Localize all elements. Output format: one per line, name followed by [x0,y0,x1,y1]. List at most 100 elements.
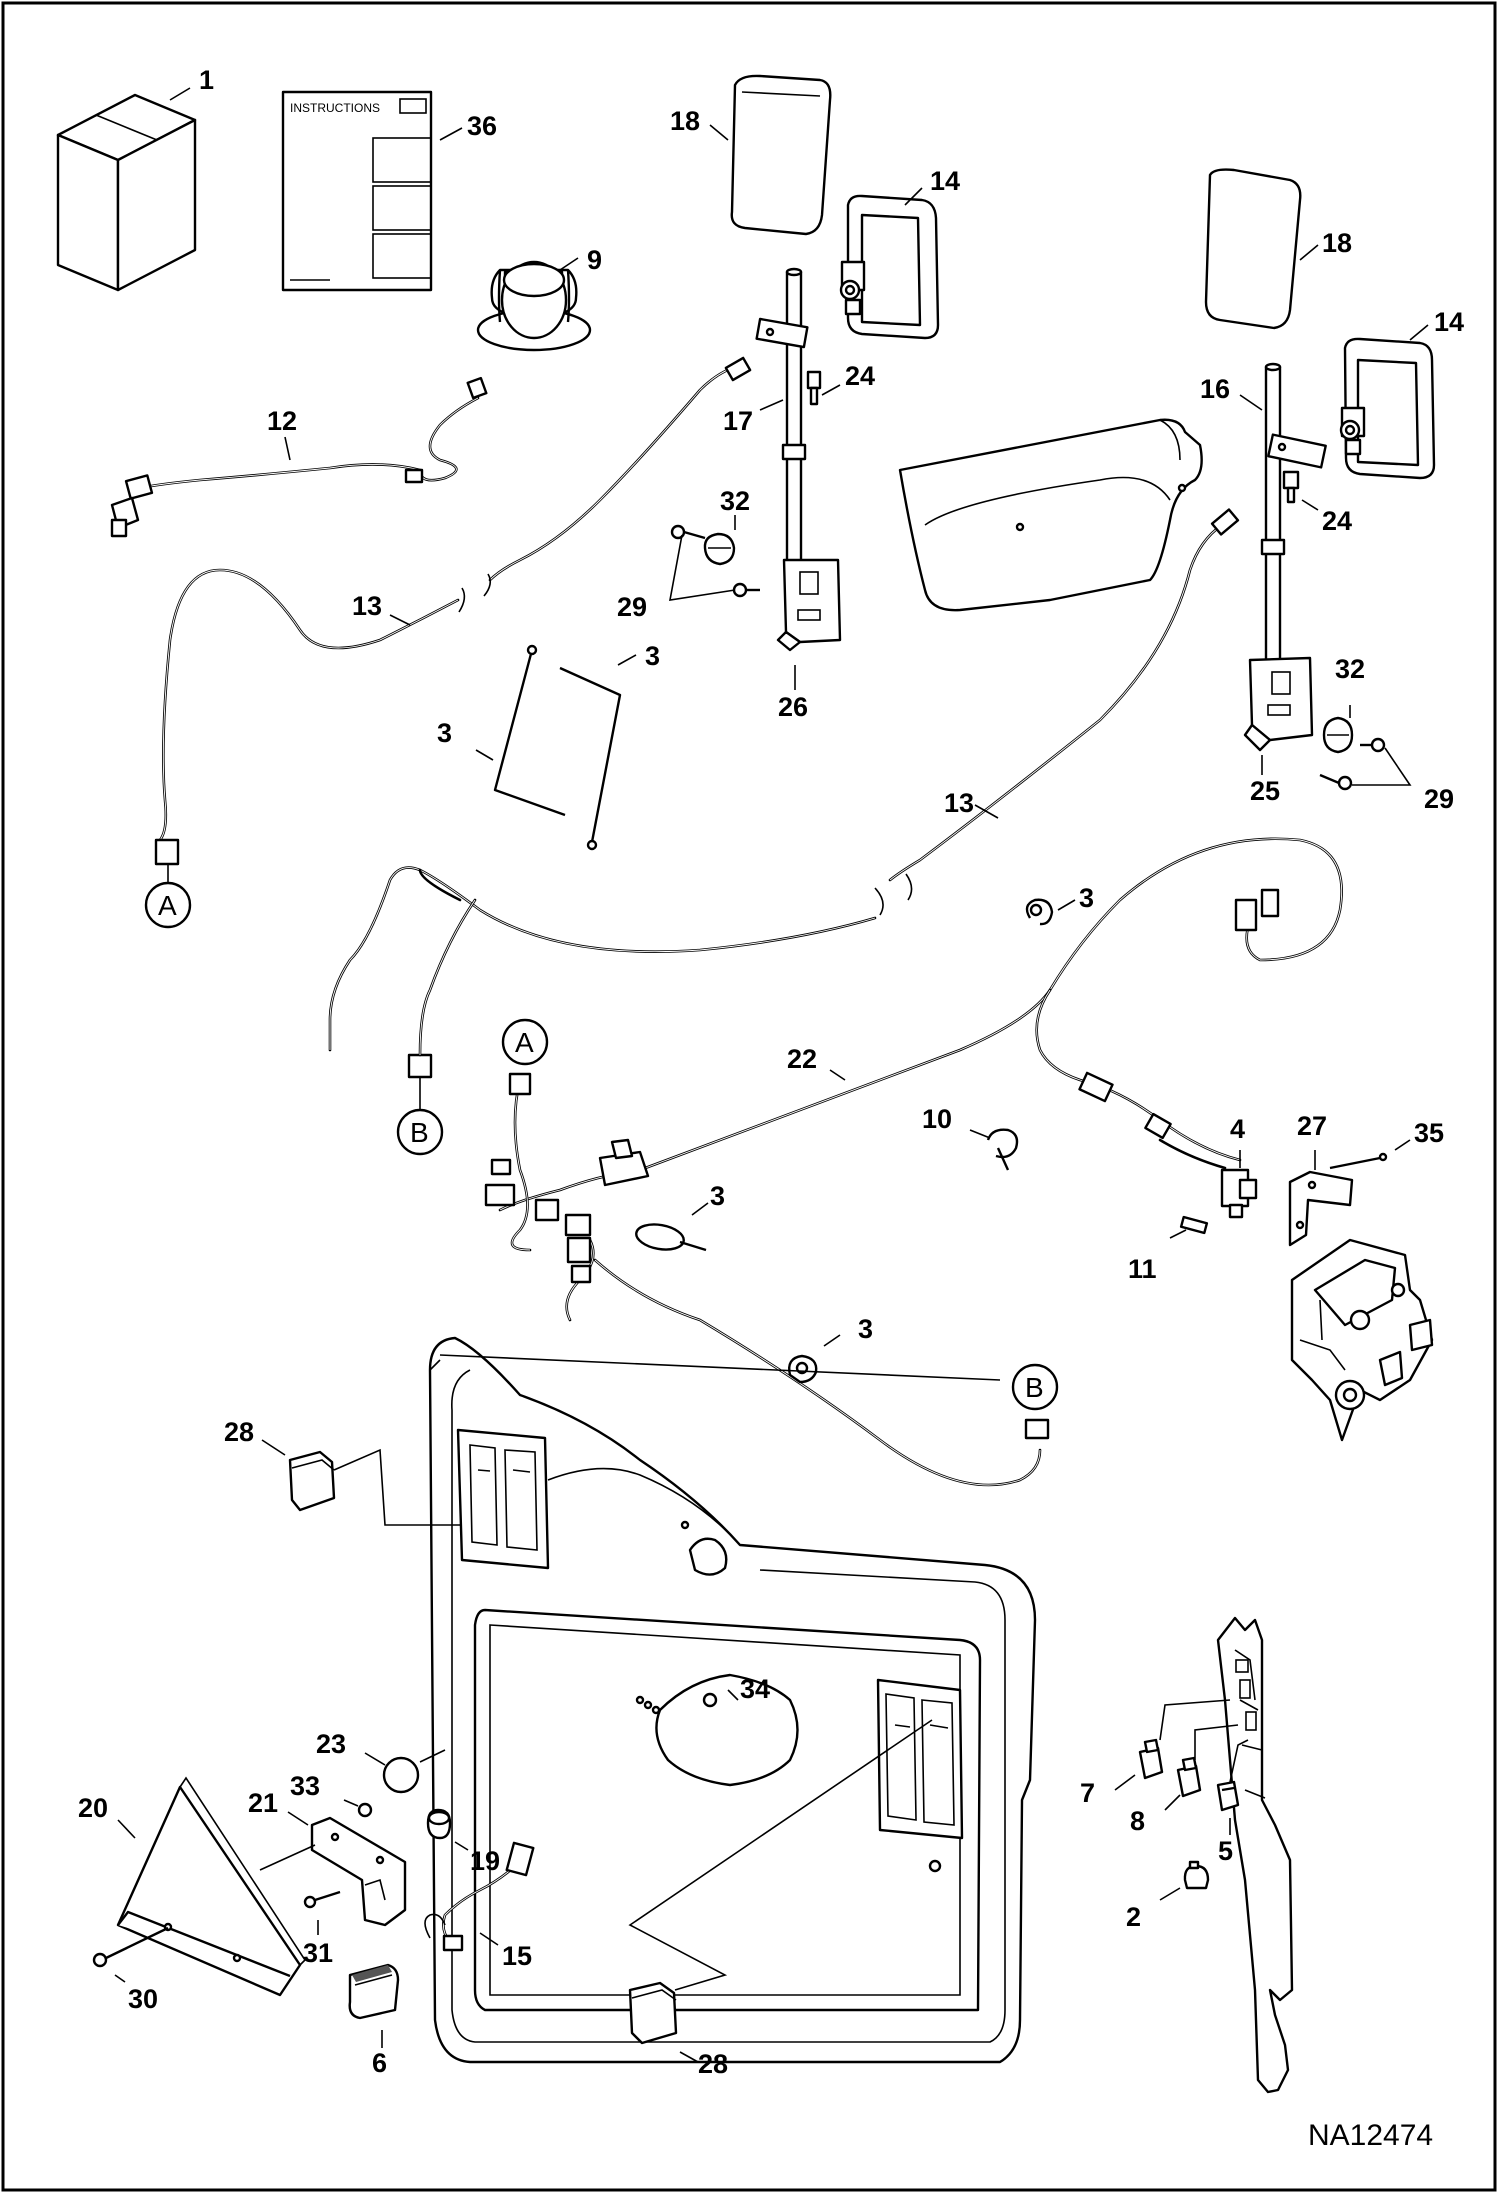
worklight-right [1339,337,1436,480]
beacon-harness [110,396,480,538]
side-console [1216,1616,1294,2094]
leader-3-clip-top [1057,899,1076,911]
callout-6: 6 [372,2048,387,2078]
callout-14-left: 14 [930,166,960,196]
indicator-light [1183,1860,1210,1890]
lamp-harness [424,1841,535,1952]
callout-13-left: 13 [352,591,382,621]
switch-bracket [1288,1170,1354,1247]
leader-23 [364,1752,386,1766]
leader-7 [1114,1774,1136,1791]
leader-35 [1394,1139,1411,1151]
mirror-left [730,74,832,236]
harness-clip [986,1128,1019,1171]
link-7 [1159,1699,1231,1741]
callout-1: 1 [199,65,214,95]
clip-top [1025,898,1054,926]
callout-32-left: 32 [720,486,750,516]
leader-3-clip-mid [823,1334,841,1347]
instruction-sheet: INSTRUCTIONS [281,90,433,292]
leader-19 [454,1841,469,1851]
callout-8: 8 [1130,1806,1145,1836]
leader-3-tie-a [475,749,494,761]
callout-17: 17 [723,406,753,436]
leader-10 [969,1129,991,1139]
leader-18-right [1299,244,1319,261]
callout-7: 7 [1080,1778,1095,1808]
callout-22: 22 [787,1044,817,1074]
light-post-left [755,267,822,579]
callout-3-clip-mid: 3 [858,1314,873,1344]
callout-29-left: 29 [617,592,647,622]
main-harness [484,837,1343,1487]
leader-29-left [669,534,736,601]
callout-15: 15 [502,1941,532,1971]
cab-pillar [898,418,1203,612]
leader-11 [1169,1229,1187,1239]
leader-17 [759,399,784,411]
callout-18-right: 18 [1322,228,1352,258]
clip-mid [788,1354,818,1384]
leader-1 [169,87,191,101]
callout-28-top: 28 [224,1417,254,1447]
callout-3-clip-top: 3 [1079,883,1094,913]
leader-14-right [1409,324,1429,341]
callout-3-tie-b: 3 [645,641,660,671]
leader-15 [479,1932,499,1946]
callout-18-left: 18 [670,106,700,136]
callout-9: 9 [587,245,602,275]
switch-blank-top [288,1448,460,1526]
leader-12 [284,436,291,461]
callout-32-right: 32 [1335,654,1365,684]
mirror-right [1204,168,1302,330]
callout-24-right: 24 [1322,506,1352,536]
bolts-right [1319,737,1386,791]
callout-5: 5 [1218,1836,1233,1866]
callout-33: 33 [290,1771,320,1801]
switch-screw [1329,1152,1388,1170]
leader-8 [1164,1794,1181,1811]
leader-36 [439,127,463,141]
leader-13-right [974,804,999,819]
leader-9 [559,257,579,271]
callout-3-tie-c: 3 [710,1181,725,1211]
callout-31: 31 [303,1938,333,1968]
light-wire-right [328,508,1240,1079]
switch-spacer [1179,1215,1209,1235]
document-id: NA12474 [1308,2119,1433,2152]
leader-22 [829,1069,846,1081]
callout-2: 2 [1126,1902,1141,1932]
switch-blank-bottom [628,1719,933,2045]
light-post-right [1260,362,1327,669]
leader-30 [114,1974,126,1983]
leader-16 [1239,394,1263,411]
cable-tie-c [635,1223,707,1252]
leader-3-tie-b [617,654,637,666]
license-lamp [348,1963,400,2020]
grommet [426,1808,452,1840]
callout-36: 36 [467,111,497,141]
callout-29-right: 29 [1424,784,1454,814]
leader-20 [117,1819,136,1839]
callout-4: 4 [1230,1114,1245,1144]
callout-12: 12 [267,406,297,436]
worklight-left [839,194,940,340]
callout-21: 21 [248,1788,278,1818]
clamp-left [703,532,736,566]
connector-a-top-label: A [158,890,177,921]
connector-b-bottom-label: B [1025,1372,1044,1403]
callout-28-bottom: 28 [698,2049,728,2079]
leader-14-left [904,187,923,206]
cable-tie-a [493,644,566,817]
callout-14-right: 14 [1434,307,1464,337]
callout-25: 25 [1250,776,1280,806]
callout-11: 11 [1128,1254,1157,1284]
smv-bracket [259,1816,407,1927]
callout-20: 20 [78,1793,108,1823]
beacon-light [466,260,592,400]
leader-34 [727,1689,739,1701]
light-wire-left [154,356,752,866]
leader-2 [1159,1887,1181,1901]
leader-13-left [389,614,411,626]
